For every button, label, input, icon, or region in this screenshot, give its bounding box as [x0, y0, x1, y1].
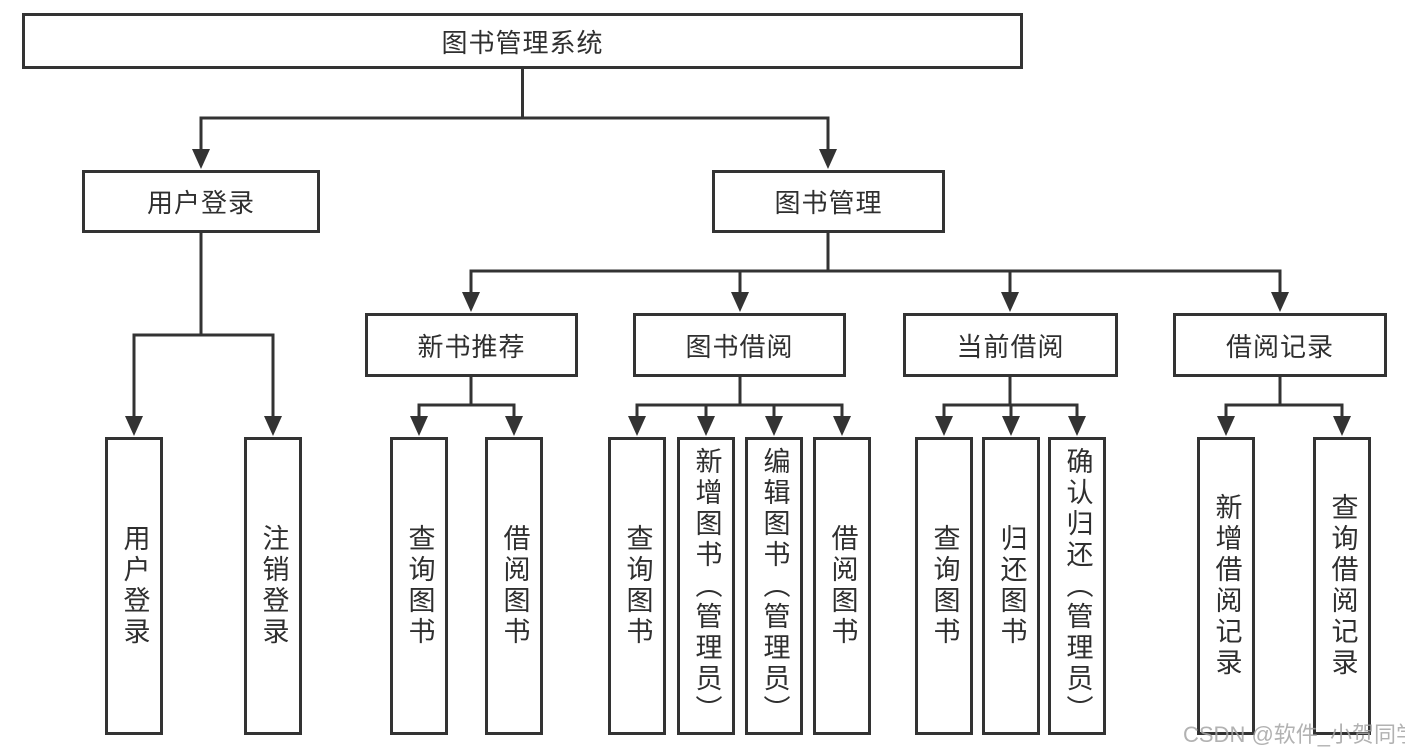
leaf-borrow-books-recommend: 借阅图书 [485, 437, 543, 735]
node-new-book-recommend: 新书推荐 [365, 313, 578, 377]
node-current-borrowing-label: 当前借阅 [956, 331, 1065, 362]
node-library-system: 图书管理系统 [22, 13, 1023, 69]
node-borrowing-records-label: 借阅记录 [1225, 331, 1334, 362]
node-current-borrowing: 当前借阅 [903, 313, 1118, 377]
leaf-add-borrow-record: 新增借阅记录 [1197, 437, 1255, 735]
leaf-logout: 注销登录 [244, 437, 302, 735]
leaf-borrow-books: 借阅图书 [813, 437, 871, 735]
node-book-borrowing: 图书借阅 [633, 313, 846, 377]
leaf-query-books-recommend: 查询图书 [390, 437, 448, 735]
node-new-book-recommend-label: 新书推荐 [417, 331, 526, 362]
leaf-user-login: 用户登录 [105, 437, 163, 735]
node-book-borrowing-label: 图书借阅 [685, 331, 794, 362]
node-library-system-label: 图书管理系统 [441, 27, 604, 58]
node-user-login-label: 用户登录 [146, 188, 255, 218]
leaf-query-books-current: 查询图书 [915, 437, 973, 735]
leaf-return-books: 归还图书 [982, 437, 1040, 735]
node-book-management: 图书管理 [712, 170, 945, 233]
csdn-watermark: CSDN @软件_小贺同学 [1183, 722, 1405, 747]
leaf-query-books-borrowing: 查询图书 [608, 437, 666, 735]
node-book-management-label: 图书管理 [774, 188, 883, 218]
leaf-confirm-return-admin: 确认归还（管理员） [1048, 437, 1106, 735]
leaf-add-book-admin: 新增图书（管理员） [677, 437, 735, 735]
node-user-login: 用户登录 [82, 170, 320, 233]
leaf-query-borrow-record: 查询借阅记录 [1313, 437, 1371, 735]
node-borrowing-records: 借阅记录 [1173, 313, 1387, 377]
leaf-edit-book-admin: 编辑图书（管理员） [745, 437, 803, 735]
